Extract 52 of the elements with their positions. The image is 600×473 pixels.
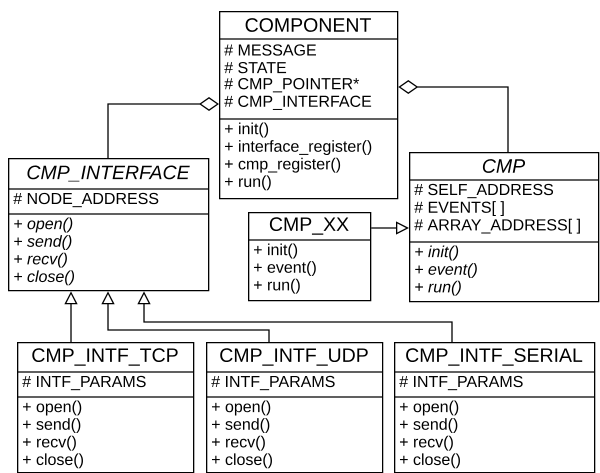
attribute-text: # INTF_PARAMS [399, 376, 523, 390]
method-text: + cmp_register() [225, 158, 340, 173]
method-text: + open() [212, 400, 270, 416]
class-name: CMP_INTF_TCP [32, 348, 178, 366]
attribute-text: # INTF_PARAMS [211, 376, 335, 390]
method-text: + close() [14, 270, 74, 286]
method-text: + recv() [14, 252, 67, 268]
method-text: + init() [254, 244, 298, 258]
method-text: + init() [225, 122, 268, 138]
class-name: CMP_XX [270, 217, 349, 235]
attribute-text: # STATE [224, 62, 286, 74]
method-text: + send() [400, 418, 458, 434]
attribute-text: # EVENTS[ ] [414, 201, 504, 216]
class-box [8, 158, 210, 292]
method-text: + send() [14, 235, 72, 250]
class-name: COMPONENT [246, 18, 371, 32]
attribute-text: # INTF_PARAMS [22, 376, 146, 390]
method-text: + close() [23, 453, 83, 468]
attribute-text: # SELF_ADDRESS [414, 184, 554, 198]
class-name: CMP_INTF_UDP [220, 348, 368, 366]
method-text: + event() [254, 261, 316, 276]
class-name: CMP_INTERFACE [27, 166, 190, 182]
class-name: CMP [482, 159, 526, 173]
class-box [206, 342, 384, 473]
class-box [409, 152, 600, 302]
method-text: + recv() [212, 436, 265, 451]
method-text: + run() [254, 278, 300, 294]
method-text: + interface_register() [225, 140, 372, 156]
method-text: + close() [400, 453, 460, 468]
method-text: + run() [225, 175, 271, 190]
class-box [248, 212, 372, 302]
method-text: + event() [415, 263, 477, 278]
method-text: + open() [14, 218, 72, 232]
attribute-text: # MESSAGE [224, 44, 316, 56]
method-text: + run() [415, 280, 461, 296]
attribute-text: # ARRAY_ADDRESS[ ] [414, 218, 580, 234]
class-name: CMP_INTF_SERIAL [406, 348, 582, 366]
method-text: + init() [415, 246, 458, 260]
method-text: + recv() [23, 436, 76, 451]
method-text: + recv() [400, 436, 453, 451]
attribute-text: # CMP_INTERFACE [224, 96, 372, 110]
method-text: + open() [23, 400, 82, 416]
class-box [394, 342, 596, 473]
attribute-text: # CMP_POINTER* [224, 78, 360, 92]
method-text: + open() [400, 400, 458, 416]
class-box [219, 11, 398, 200]
attribute-text: # NODE_ADDRESS [13, 192, 158, 208]
method-text: + send() [212, 418, 270, 434]
aggregation-connector [107, 97, 219, 158]
method-text: + close() [212, 453, 272, 468]
class-box [17, 342, 194, 473]
method-text: + send() [23, 418, 80, 434]
